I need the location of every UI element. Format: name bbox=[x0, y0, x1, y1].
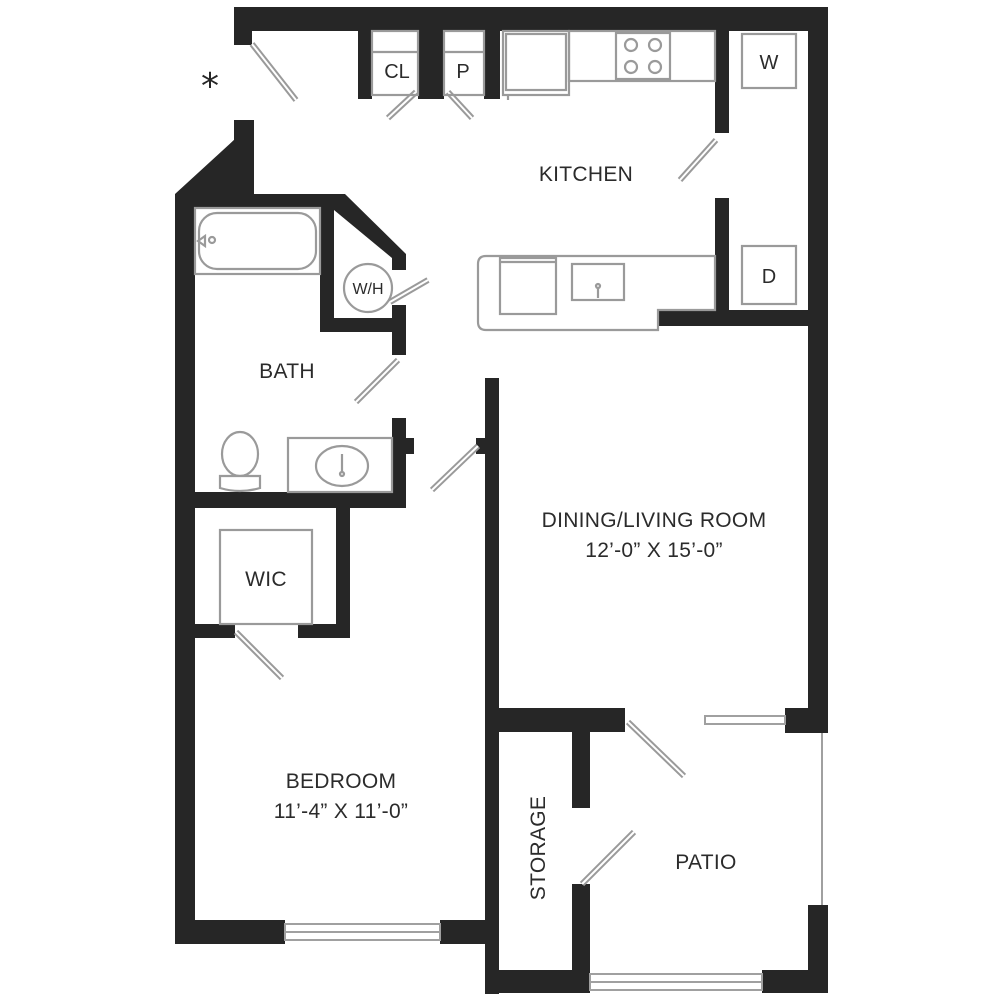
storage-label: STORAGE bbox=[527, 796, 550, 900]
living-room-size: 12’-0” X 15’-0” bbox=[585, 539, 723, 562]
bedroom-name: BEDROOM bbox=[286, 770, 397, 793]
water-heater-label: W/H bbox=[352, 281, 383, 298]
walls bbox=[175, 7, 828, 994]
windows bbox=[284, 715, 823, 991]
washer-label: W bbox=[760, 52, 779, 74]
upper-counter bbox=[567, 29, 717, 83]
bathtub-icon bbox=[193, 206, 322, 276]
water-heater-icon bbox=[342, 262, 394, 314]
kitchen-sink-icon bbox=[570, 262, 626, 302]
coat-closet-label: CL bbox=[384, 61, 410, 83]
dryer-icon bbox=[740, 244, 798, 306]
toilet-icon bbox=[218, 430, 262, 493]
washer-icon bbox=[740, 32, 798, 90]
bath-vanity-icon bbox=[286, 436, 394, 494]
pantry-label: P bbox=[456, 61, 469, 83]
doors bbox=[233, 42, 719, 887]
refrigerator-icon bbox=[501, 29, 571, 100]
entry-marker: * bbox=[201, 66, 219, 107]
kitchen-label: KITCHEN bbox=[539, 163, 633, 186]
closet-outlines bbox=[370, 29, 486, 97]
living-room-name: DINING/LIVING ROOM bbox=[542, 509, 767, 532]
patio-label: PATIO bbox=[675, 851, 736, 874]
wic-label: WIC bbox=[245, 568, 287, 591]
dryer-label: D bbox=[762, 266, 776, 288]
bedroom-size: 11’-4” X 11’-0” bbox=[274, 800, 408, 823]
stove-icon bbox=[614, 31, 672, 81]
bath-label: BATH bbox=[259, 360, 315, 383]
wic-outline bbox=[218, 528, 314, 626]
